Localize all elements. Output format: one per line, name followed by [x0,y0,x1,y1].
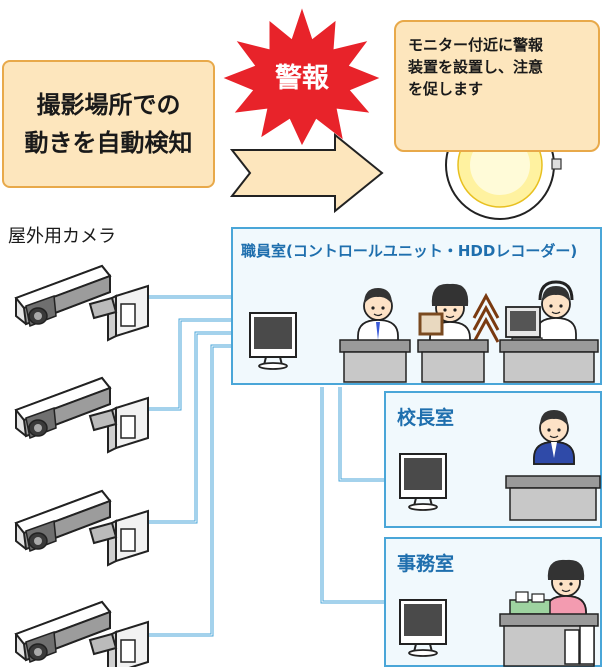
monitor-icon-principal [399,453,447,511]
camera-icon-3 [15,490,149,566]
desk-staff-2 [417,339,489,383]
person-icon-staff-3 [535,280,577,341]
person-icon-staff-2 [418,283,471,345]
alarm-burst-icon [223,8,380,146]
person-icon-principal [533,409,575,465]
binder-icon [564,625,595,665]
notice-box: モニター付近に警報 装置を設置し、注意 を促します [394,20,600,152]
flow-arrow [229,132,384,214]
camera-icon-1 [15,265,149,341]
desk-principal [505,475,601,521]
office-room-title: 事務室 [397,553,455,575]
person-icon-staff-1 [357,287,399,343]
staff-room-title: 職員室(コントロールユニット・HDDレコーダー) [241,242,578,260]
desk-staff-3 [499,339,599,383]
notice-text: モニター付近に警報 装置を設置し、注意 を促します [408,36,544,98]
office-equipment-icon [509,591,551,615]
pc-icon-staff [505,306,543,345]
detection-box: 撮影場所での 動きを自動検知 [2,60,215,188]
monitor-icon-staff [249,312,297,370]
principal-room-title: 校長室 [397,407,455,429]
person-icon-office [545,559,587,619]
camera-icon-2 [15,377,149,453]
paper-stack-icon [472,292,500,343]
camera-icon-4 [15,601,149,667]
detection-text: 撮影場所での 動きを自動検知 [24,91,193,157]
desk-staff-1 [339,339,411,383]
camera-label: 屋外用カメラ [8,226,116,247]
alarm-label: 警報 [275,63,329,94]
monitor-icon-office [399,599,447,657]
